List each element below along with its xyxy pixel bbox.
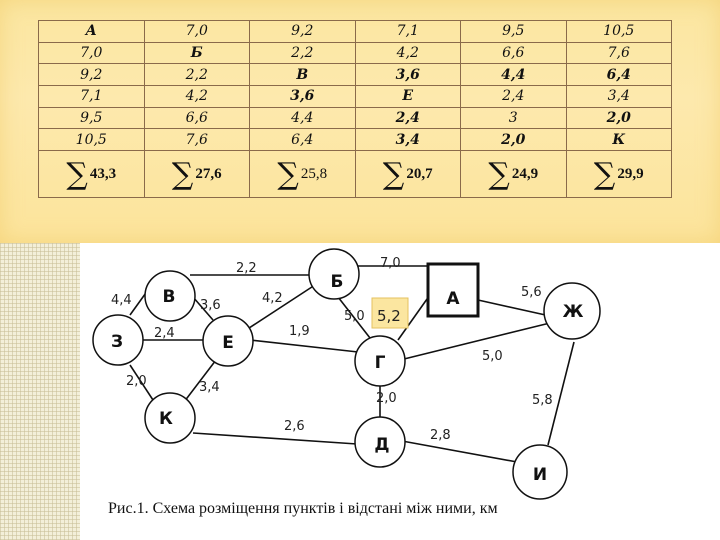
edge-label-z-e: 2,4 <box>154 326 175 341</box>
table-cell: 7,0 <box>143 20 250 43</box>
figure-caption: Рис.1. Схема розміщення пунктів і відста… <box>108 500 498 517</box>
edge-label-b-a: 7,0 <box>380 256 401 271</box>
sum-cell: ∑27,6 <box>143 150 250 198</box>
node-a-box <box>426 262 480 318</box>
node-e-circle <box>202 315 254 367</box>
sum-cell: ∑24,9 <box>460 150 567 198</box>
node-b-label: Б <box>331 272 344 292</box>
sum-cell: ∑29,9 <box>565 150 672 198</box>
node-g-label: Г <box>375 353 386 373</box>
table-cell: 10,5 <box>565 20 672 43</box>
edge-e-g <box>249 339 359 353</box>
sigma-symbol: ∑ <box>171 156 194 192</box>
edge-label-z-k: 2,0 <box>126 374 147 389</box>
edge-z-k <box>129 364 154 401</box>
edge-label-a-g: 5,2 <box>377 307 401 325</box>
edge-label-a-zh: 5,6 <box>521 285 542 300</box>
sigma-symbol: ∑ <box>382 156 405 192</box>
sum-value: 24,9 <box>511 165 539 182</box>
table-cell: 9,2 <box>38 63 145 87</box>
sigma-symbol: ∑ <box>66 156 88 192</box>
node-i-label: И <box>533 465 547 485</box>
edge-label-g-zh: 5,0 <box>482 349 503 364</box>
sigma-symbol: ∑ <box>488 156 510 192</box>
node-d-circle <box>354 416 406 468</box>
sum-value: 25,8 <box>300 165 328 182</box>
highlight-box <box>371 297 409 329</box>
node-zh-circle <box>543 282 601 340</box>
node-z-circle <box>92 314 144 366</box>
edge-label-d-i: 2,8 <box>430 428 451 443</box>
node-zh-label: Ж <box>563 302 584 322</box>
node-v-label: В <box>163 287 176 307</box>
edge-label-z-v: 4,4 <box>111 293 132 308</box>
node-k-circle <box>144 392 196 444</box>
sum-cell: ∑20,7 <box>354 150 461 198</box>
sum-value: 20,7 <box>406 165 433 182</box>
edge-d-i <box>401 440 518 463</box>
table-cell: 2,4 <box>354 106 461 130</box>
edge-b-e <box>245 282 319 331</box>
table-cell: 9,5 <box>38 106 145 130</box>
edge-label-g-d: 2,0 <box>376 391 397 406</box>
edge-label-v-b: 2,2 <box>236 261 257 276</box>
edge-label-k-e: 3,4 <box>199 380 220 395</box>
sum-cell: ∑25,8 <box>249 150 356 198</box>
node-b-circle <box>308 248 360 300</box>
table-cell: 2,2 <box>249 41 356 65</box>
sum-value: 27,6 <box>195 165 222 182</box>
node-v-circle <box>144 270 196 322</box>
edge-label-zh-i: 5,8 <box>532 393 553 408</box>
edge-label-e-g: 1,9 <box>289 324 310 339</box>
edge-label-b-e: 4,2 <box>262 291 283 306</box>
node-z-label: З <box>111 332 123 352</box>
node-a-label: А <box>446 289 460 309</box>
edge-a-zh <box>477 299 551 317</box>
edge-b-g <box>337 296 371 339</box>
edge-g-zh <box>399 321 555 361</box>
sum-cell: ∑43,3 <box>38 150 145 198</box>
node-e-label: Е <box>222 333 234 353</box>
edge-label-k-d: 2,6 <box>284 419 305 434</box>
edge-zh-i <box>547 341 575 446</box>
node-d-label: Д <box>374 435 389 455</box>
table-cell: 3,6 <box>354 63 461 87</box>
table-cell: 4,2 <box>143 85 250 108</box>
node-k-label: К <box>159 409 173 429</box>
node-g-circle <box>354 335 406 387</box>
edge-k-e <box>183 359 217 403</box>
edge-label-v-e: 3,6 <box>200 298 221 313</box>
table-cell: 3,4 <box>565 85 672 108</box>
sum-row: ∑43,3∑27,6∑25,8∑20,7∑24,9∑29,9 <box>38 150 672 198</box>
sum-value: 43,3 <box>89 165 117 182</box>
sigma-symbol: ∑ <box>277 156 299 192</box>
left-pattern-stripe <box>0 243 80 540</box>
edge-a-g <box>397 291 433 341</box>
edge-v-e <box>192 296 214 321</box>
sum-value: 29,9 <box>617 165 644 182</box>
edge-label-b-g: 5,0 <box>344 309 365 324</box>
edge-k-d <box>192 432 358 445</box>
node-i-circle <box>512 444 568 500</box>
sigma-symbol: ∑ <box>593 156 616 192</box>
